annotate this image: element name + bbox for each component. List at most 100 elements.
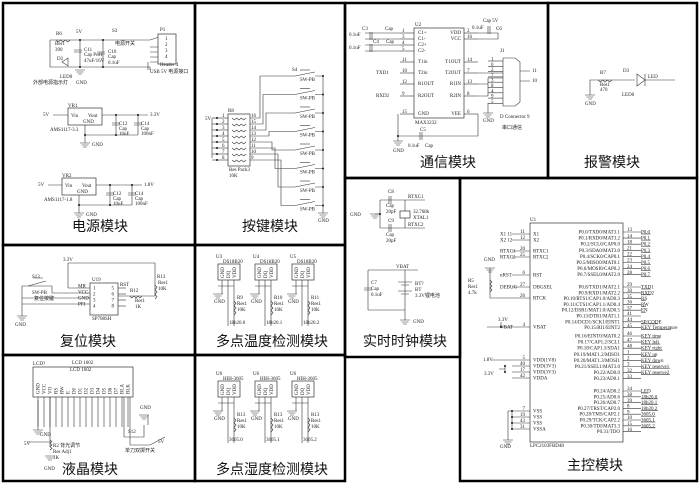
sensor-pin: GND — [221, 267, 226, 278]
alarm-module-title: 报警模块 — [584, 155, 640, 171]
ground-symbol — [485, 267, 495, 273]
net-label: nRST — [500, 274, 512, 279]
junction-dot — [102, 39, 104, 41]
switch-type: SW-PB — [300, 171, 316, 176]
junction-dot — [102, 66, 104, 68]
capacitor-icon — [419, 132, 423, 140]
c5-value: 0.1uF — [408, 144, 420, 149]
5v-label: 5V — [76, 30, 83, 35]
comm-left-pin: T2in — [418, 71, 428, 76]
resistor-icon — [231, 135, 247, 139]
gnd-label: GND — [140, 406, 151, 411]
wire — [250, 159, 323, 206]
capacitor-icon — [388, 224, 392, 232]
chip-pin-name: P0.6/MOSI0/CAP0.2 — [577, 267, 620, 272]
gnd-label: GND — [318, 219, 329, 224]
comm-left-pin: C1- — [418, 37, 426, 42]
3v3-label: 3.3V — [63, 258, 73, 263]
pin-number: 5 — [402, 47, 405, 52]
resistor-icon — [231, 153, 247, 157]
sensor-part: DS18B20 — [297, 260, 317, 265]
db9-pin: 8 — [491, 84, 494, 89]
pack-pin: 7 — [222, 150, 225, 155]
capacitor-icon — [134, 122, 142, 126]
pack-pin: 10 — [251, 150, 257, 155]
net-label: 18b20.1 — [266, 321, 283, 326]
net-label: 3605.1 — [641, 419, 655, 424]
pullup-ref: R13 — [237, 413, 246, 418]
gnd-pin: GND — [77, 190, 88, 195]
r2-label: R2 背光调节 — [53, 442, 80, 449]
rxd2-label: RXD2 — [376, 94, 390, 99]
chip-pin-vbat: VBAT — [533, 326, 546, 331]
pin-number: 21 — [627, 247, 633, 252]
chip-pin-name: P0.12/DSR1/MAT1.0/AD0.5 — [562, 309, 621, 314]
pullup-type: Res1 — [237, 419, 248, 424]
pack-pin: 3 — [222, 126, 225, 131]
capacitor-icon — [487, 26, 491, 34]
wire — [250, 147, 323, 169]
switch-icon — [294, 90, 316, 95]
c7-type: Cap — [371, 287, 380, 292]
pin-number: 15 — [402, 110, 408, 115]
wire — [365, 32, 400, 52]
chip-pin-name: P0.1/RXD0/MAT3.2 — [578, 237, 620, 242]
pin-number: 32 — [627, 369, 633, 374]
rst-label: RST — [120, 283, 129, 288]
c6-type: Cap 5V — [483, 19, 499, 24]
junction-dot — [216, 117, 218, 119]
sensor-pin: DQ — [264, 270, 269, 278]
c14-type: Cap — [141, 127, 150, 132]
chip-pin-name: P0.21/SSEL1/MAT3.0 — [575, 365, 621, 370]
c3-value: 0.1uF — [349, 33, 361, 38]
net-label: RS — [641, 297, 647, 302]
chip-pin-x2: X2 — [533, 239, 540, 244]
gnd-label: GND — [413, 320, 424, 325]
junction-dot — [511, 416, 513, 418]
pin-number: 9 — [402, 92, 405, 97]
pin-number: 8 — [467, 92, 470, 97]
connector-label: D Connector 9 — [500, 115, 530, 120]
gnd-label: GND — [350, 213, 361, 218]
max3232-label: MAX3232 — [415, 121, 437, 126]
c14-type: Cap — [135, 197, 144, 202]
r5-type: Res1 — [468, 285, 479, 290]
c6-value: 0.1uF — [472, 26, 484, 31]
lcd-inner-label: LCD 1602 — [70, 368, 92, 373]
pin-number: 14 — [627, 234, 633, 239]
chip-pin-name: P0.5/MISO0/MAT0.1 — [576, 261, 620, 266]
pack-pin: 8 — [222, 156, 225, 161]
c12-label: C12 — [113, 192, 122, 197]
r13-value: 10K — [158, 287, 167, 292]
panel-alarm — [546, 1, 699, 180]
gnd-label: GND — [251, 417, 262, 422]
5v-label: 5V — [158, 440, 165, 445]
chip-pin-vdda: VDDA — [533, 377, 548, 382]
r12-label: R12 — [130, 289, 139, 294]
lcd-pin-d2: D2 — [85, 387, 90, 394]
c14-value: 100nF — [135, 202, 148, 207]
c7-value: 0.1uF — [371, 293, 383, 298]
pullup-ref: R10 — [274, 296, 283, 301]
c7-label: C7 — [371, 281, 377, 286]
c5-type: Cap — [425, 144, 434, 149]
comm-left-pin: C2+ — [418, 43, 427, 48]
panel-humidity — [193, 353, 347, 483]
sensor-pin: DQ — [301, 270, 306, 278]
junction-dot — [504, 365, 506, 367]
wire — [255, 402, 272, 443]
c11-value: 47uF/16V — [84, 59, 105, 64]
s12-label: S12 — [128, 430, 136, 435]
pin-number: 19 — [520, 413, 526, 418]
sensor-pin: DQ — [301, 387, 306, 395]
temp-sensor-2 — [291, 263, 315, 281]
ground-symbol — [287, 293, 297, 299]
r5-value: 4.7k — [468, 291, 477, 296]
pin-number: 43 — [520, 419, 526, 424]
c3-label: C3 — [362, 27, 368, 32]
c14-value: 100nF — [141, 132, 154, 137]
switch-type: SW-PB — [300, 115, 316, 120]
chip-pin-name: P0.18/CAP1.3/SDA1 — [577, 347, 620, 352]
5v-input-label: 5V — [38, 183, 45, 188]
chip-pin-name: P0.19/MAT1.2/MISO1 — [574, 353, 621, 358]
